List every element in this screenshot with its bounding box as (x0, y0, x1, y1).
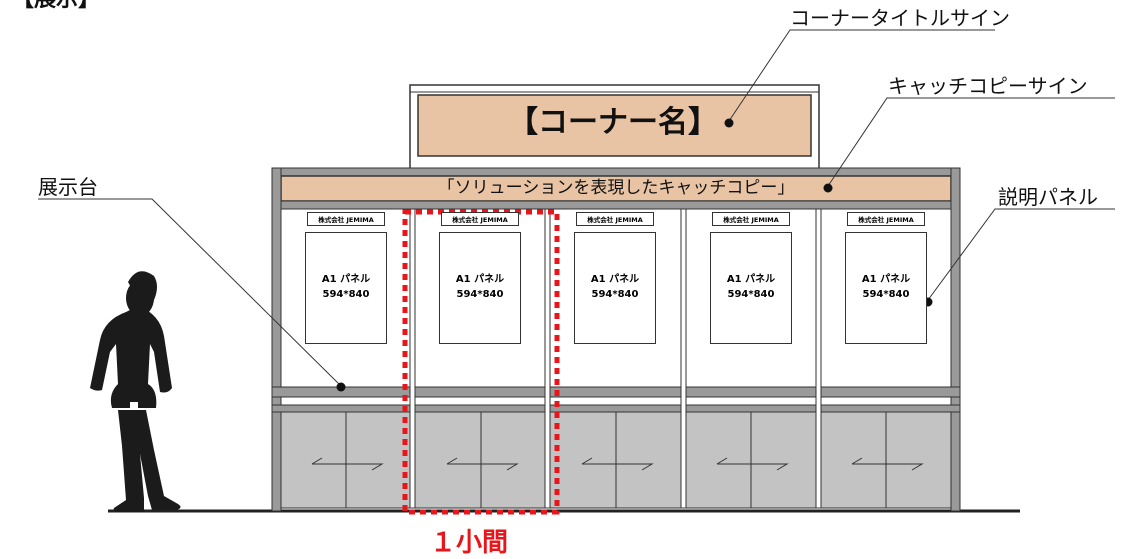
description-panel-label: 説明パネル (998, 185, 1098, 209)
header-partial-label: 【展示】 (12, 0, 100, 11)
panel-name: A1 パネル (726, 274, 776, 285)
right-post (950, 167, 961, 512)
left-post (271, 167, 282, 512)
a1-panel: A1 パネル 594*840 (845, 232, 927, 344)
panel-size: 594*840 (591, 289, 639, 300)
panel-name: A1 パネル (321, 274, 371, 285)
catch-copy-sign-text: 「ソリューションを表現したキャッチコピー」 (437, 178, 795, 198)
one-unit-highlight (402, 209, 560, 515)
a1-panel: A1 パネル 594*840 (574, 232, 656, 344)
panel-name: A1 パネル (590, 274, 640, 285)
catch-copy-board (280, 175, 952, 202)
title-sign-board (417, 94, 812, 157)
sliding-door-arrows (311, 457, 924, 471)
company-badge: 株式会社 JEMIMA (307, 212, 385, 226)
counter-doors (345, 412, 887, 508)
a1-panel: A1 パネル 594*840 (439, 232, 521, 344)
bay-dividers (409, 208, 822, 509)
company-badge: 株式会社 JEMIMA (441, 212, 519, 226)
panel-name: A1 パネル (455, 274, 505, 285)
frame-upper-band (271, 200, 961, 210)
counter-rail (271, 404, 961, 413)
panel-name: A1 パネル (861, 274, 911, 285)
panel-size: 594*840 (727, 289, 775, 300)
person-silhouette (90, 271, 181, 512)
display-stand-label: 展示台 (38, 175, 98, 199)
corner-name-sign-text: 【コーナー名】 (508, 105, 718, 140)
panel-size: 594*840 (456, 289, 504, 300)
a1-panel: A1 パネル 594*840 (305, 232, 387, 344)
panel-size: 594*840 (862, 289, 910, 300)
counter-top (280, 396, 952, 406)
one-unit-label: １小間 (430, 528, 509, 558)
panel-size: 594*840 (322, 289, 370, 300)
corner-title-sign-label: コーナータイトルサイン (790, 6, 1010, 30)
leader-lines (38, 29, 1115, 387)
catch-copy-sign-label: キャッチコピーサイン (888, 74, 1088, 98)
company-badge: 株式会社 JEMIMA (576, 212, 654, 226)
display-stand-band (271, 386, 961, 398)
a1-panel: A1 パネル 594*840 (710, 232, 792, 344)
company-badge: 株式会社 JEMIMA (847, 212, 925, 226)
company-badge: 株式会社 JEMIMA (712, 212, 790, 226)
